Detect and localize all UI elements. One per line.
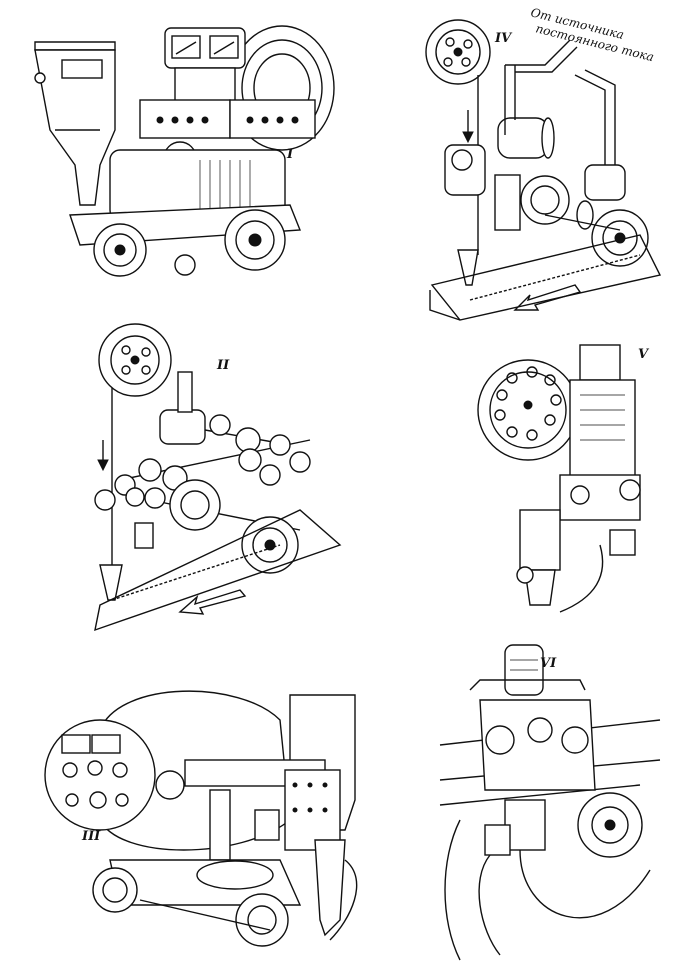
schematic-diagram-4: IV От источника постоянного тока: [425, 5, 662, 321]
label-panel-5: V: [638, 347, 650, 362]
label-panel-3: III: [81, 829, 101, 844]
schematic-diagram-2: II: [94, 323, 342, 632]
label-panel-2: II: [216, 358, 230, 373]
label-panel-1: I: [286, 147, 294, 162]
tractor-machine-1: I: [34, 25, 335, 277]
pipe-welding-head-6: VI: [439, 644, 661, 961]
label-panel-6: VI: [540, 656, 557, 671]
label-panel-4: IV: [494, 31, 513, 46]
welding-head-5: V: [477, 344, 650, 613]
tractor-machine-3: III: [44, 690, 358, 947]
